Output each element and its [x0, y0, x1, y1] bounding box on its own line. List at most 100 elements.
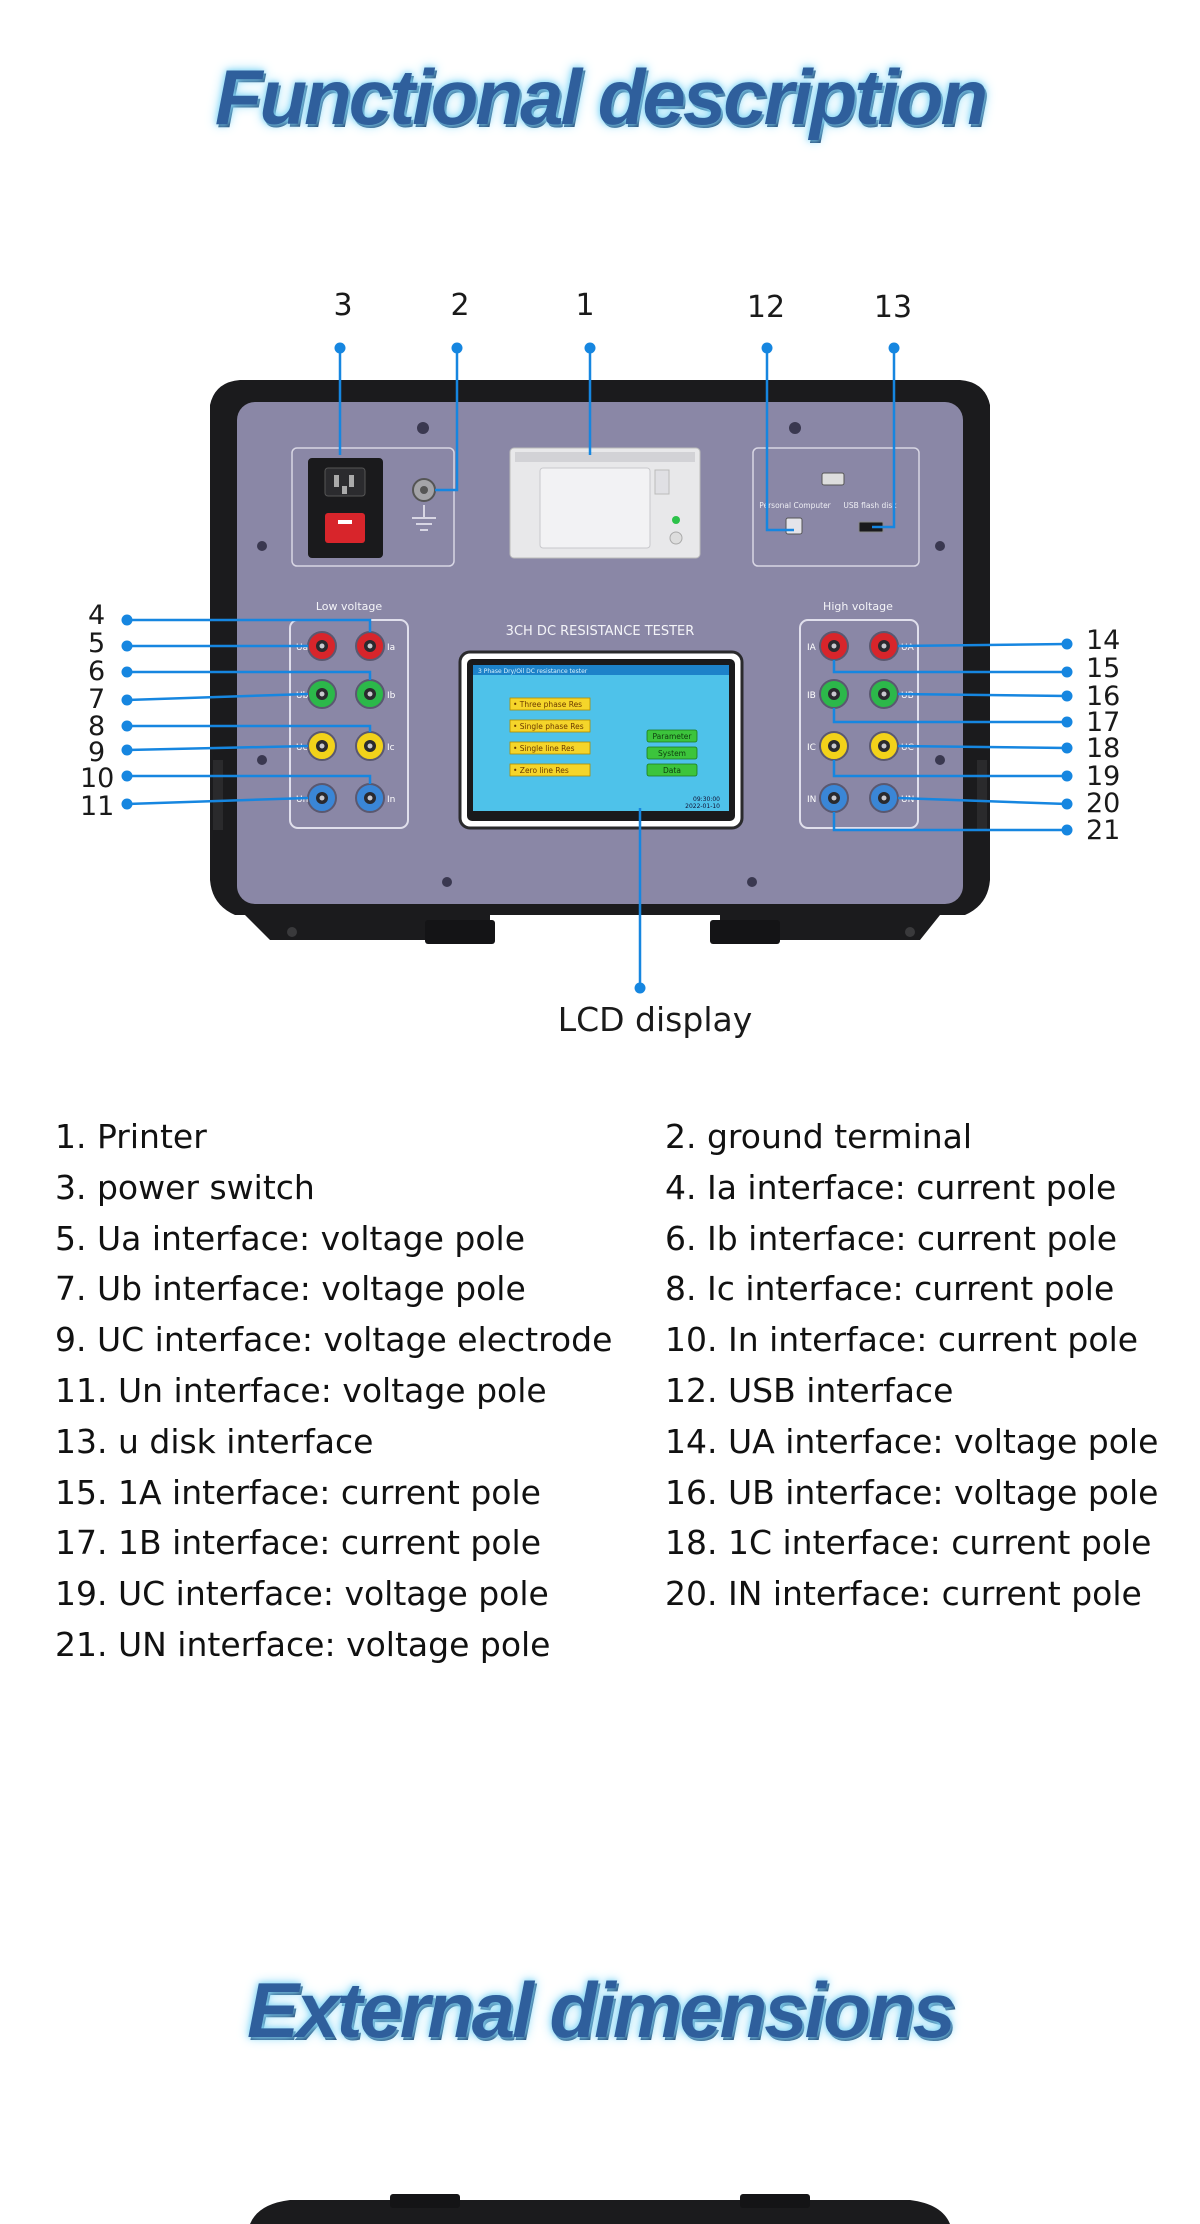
terminal-label: UC: [901, 743, 914, 753]
callout-dot-12: [761, 342, 773, 354]
callout-20: 20: [1086, 788, 1121, 819]
lcd-date: 2022-01-10: [685, 803, 720, 810]
callout-dot-20: [1061, 798, 1073, 810]
callout-11: 11: [80, 791, 115, 822]
legend-item: 5. Ua interface: voltage pole: [55, 1218, 526, 1258]
legend-item: 9. UC interface: voltage electrode: [55, 1320, 613, 1360]
callout-dot-8: [121, 720, 133, 732]
svg-text:• Single phase Res: • Single phase Res: [513, 722, 584, 731]
callout-dot-6: [121, 666, 133, 678]
power-module-frame: [291, 447, 455, 567]
callout-dot-15: [1061, 666, 1073, 678]
callout-dot-18: [1061, 742, 1073, 754]
terminal-uc: UC: [869, 731, 914, 761]
callout-8: 8: [88, 711, 106, 742]
terminal-label: IB: [807, 691, 816, 701]
legend-item: 15. 1A interface: current pole: [55, 1472, 541, 1512]
callout-4: 4: [88, 600, 106, 631]
callout-dot-13: [888, 342, 900, 354]
lcd-menu-item[interactable]: • Single line Res: [509, 741, 591, 755]
legend-item: 2. ground terminal: [665, 1117, 973, 1156]
callout-15: 15: [1086, 653, 1121, 684]
legend-item: 20. IN interface: current pole: [665, 1574, 1142, 1614]
terminal-label: IA: [807, 643, 817, 653]
legend-item: 4. Ia interface: current pole: [665, 1167, 1117, 1207]
terminal-ic: Ic: [355, 731, 395, 761]
callout-dot-4: [121, 614, 133, 626]
terminal-label: Un: [296, 795, 308, 805]
callout-dot-14: [1061, 638, 1073, 650]
callout-dot-21: [1061, 824, 1073, 836]
callout-line-15: [832, 660, 1067, 674]
legend-item: 18. 1C interface: current pole: [665, 1523, 1152, 1563]
external-dimensions-title: External dimensions: [247, 1966, 956, 2054]
lcd-button-system[interactable]: System: [646, 746, 698, 760]
lcd-button-data[interactable]: Data: [646, 763, 698, 777]
callout-line-12: [765, 348, 794, 532]
svg-text:System: System: [658, 749, 686, 758]
callout-line-21: [832, 812, 1067, 832]
terminal-label: Ia: [387, 643, 395, 653]
svg-text:• Single line Res: • Single line Res: [513, 744, 575, 753]
terminal-ua: UA: [869, 631, 915, 661]
callout-dot-3: [334, 342, 346, 354]
callout-line-8: [127, 724, 372, 732]
lcd-button-parameter[interactable]: Parameter: [646, 729, 698, 743]
callout-16: 16: [1086, 681, 1121, 712]
callout-line-16: [897, 692, 1068, 698]
legend-item: 19. UC interface: voltage pole: [55, 1574, 549, 1614]
legend-right-column: 2. ground terminal 4. Ia interface: curr…: [665, 1112, 1158, 1620]
legend-left-column: 1. Printer 3. power switch 5. Ua interfa…: [55, 1112, 612, 1671]
legend-item: 11. Un interface: voltage pole: [55, 1370, 547, 1410]
callout-dot-7: [121, 694, 133, 706]
foot-right: [710, 920, 780, 944]
legend-item: 1. Printer: [55, 1117, 207, 1156]
device-name: 3CH DC RESISTANCE TESTER: [506, 624, 695, 639]
device-diagram: Personal Computer USB flash disk 3CH DC …: [121, 342, 1073, 994]
callout-3: 3: [333, 288, 353, 323]
device-top-preview: [250, 2194, 950, 2224]
callout-13: 13: [873, 290, 913, 325]
terminal-label: IC: [807, 743, 816, 753]
terminal-in: IN: [807, 783, 849, 813]
low-voltage-label: Low voltage: [316, 600, 382, 613]
callout-line-7: [126, 692, 309, 702]
callout-17: 17: [1086, 707, 1121, 738]
lcd-menu-item[interactable]: • Three phase Res: [509, 697, 591, 711]
callout-1: 1: [575, 288, 595, 323]
lcd-menu-item[interactable]: • Single phase Res: [509, 719, 591, 733]
terminal-ib: IB: [807, 679, 849, 709]
terminal-label: Ub: [296, 691, 309, 701]
terminal-label: UB: [901, 691, 914, 701]
callout-6: 6: [88, 656, 106, 687]
usb-flash-label: USB flash disk: [843, 501, 897, 510]
callout-19: 19: [1086, 761, 1121, 792]
callout-dot-9: [121, 744, 133, 756]
terminal-ub: UB: [869, 679, 914, 709]
callout-line-4: [127, 618, 372, 632]
terminal-label: In: [387, 795, 395, 805]
legend-item: 10. In interface: current pole: [665, 1320, 1139, 1360]
callout-line-6: [127, 670, 372, 680]
legend-item: 14. UA interface: voltage pole: [665, 1421, 1159, 1461]
lcd-header: 3 Phase Dry/Oil DC resistance tester: [478, 668, 588, 675]
legend-item: 16. UB interface: voltage pole: [665, 1472, 1159, 1512]
callout-line-20: [897, 796, 1068, 806]
callout-line-18: [897, 744, 1068, 750]
lcd-menu-item[interactable]: • Zero line Res: [509, 763, 591, 777]
callout-dot-2: [451, 342, 463, 354]
callout-line-2: [435, 348, 459, 492]
foot-left: [425, 920, 495, 944]
terminal-label: UA: [901, 643, 915, 653]
callout-14: 14: [1086, 625, 1121, 656]
callout-10: 10: [80, 763, 115, 794]
high-voltage-label: High voltage: [823, 600, 893, 613]
terminal-label: Ib: [387, 691, 396, 701]
callout-18: 18: [1086, 733, 1121, 764]
legend-item: 6. Ib interface: current pole: [665, 1218, 1118, 1258]
terminal-uc: Uc: [296, 731, 337, 761]
legend-item: 17. 1B interface: current pole: [55, 1523, 542, 1563]
callout-21: 21: [1086, 815, 1121, 846]
callout-dot-17: [1061, 716, 1073, 728]
callout-7: 7: [88, 684, 106, 715]
